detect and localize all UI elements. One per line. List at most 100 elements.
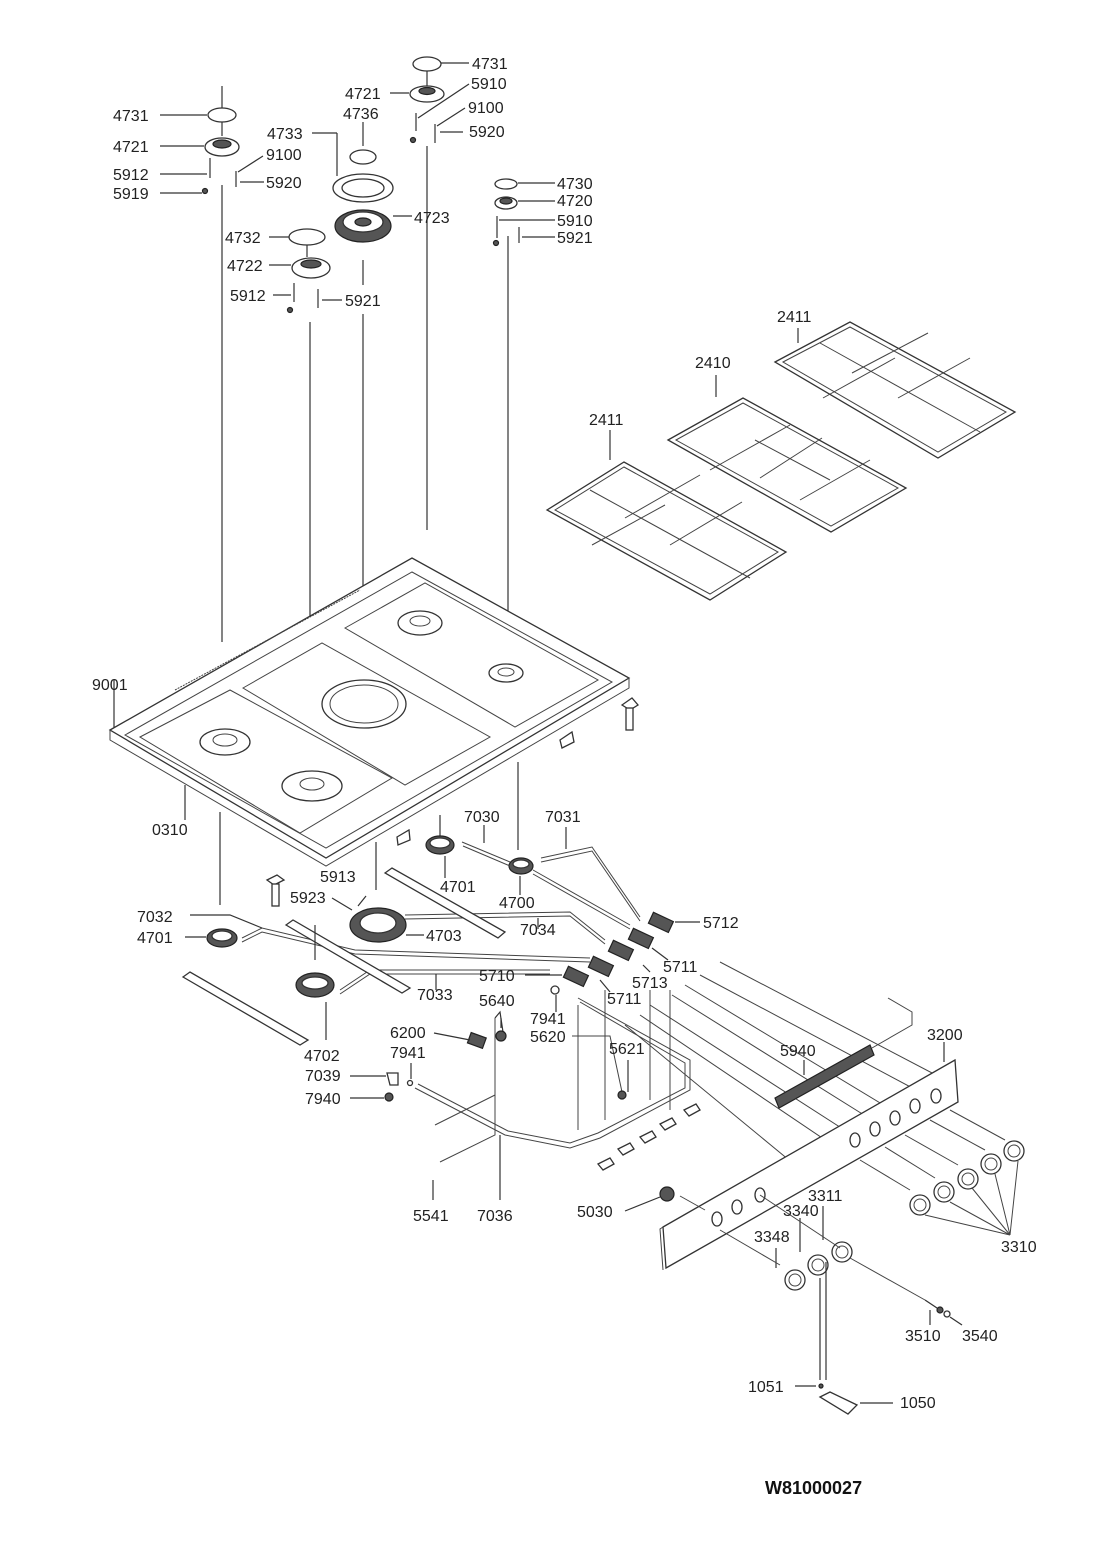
part-label[interactable]: 9100 [266,147,302,164]
part-label[interactable]: 5030 [577,1204,613,1221]
part-label[interactable]: 7036 [477,1208,513,1225]
part-label[interactable]: 6200 [390,1025,426,1042]
spark-generator-6200[interactable] [466,1031,487,1050]
part-label[interactable]: 9001 [92,677,128,694]
control-panel-3200[interactable] [659,1042,959,1271]
part-label[interactable]: 9100 [468,100,504,117]
part-label[interactable]: 2410 [695,355,731,372]
part-label[interactable]: 5921 [557,230,593,247]
knob[interactable] [1003,1140,1025,1162]
gas-valve-5711-a[interactable] [627,927,655,950]
gas-valve-5712[interactable] [647,911,675,934]
part-label[interactable]: 5712 [703,915,739,932]
pan-support-2411-rear[interactable] [773,321,1017,459]
part-label[interactable]: 5923 [290,890,326,907]
part-label[interactable]: 7941 [530,1011,566,1028]
part-label[interactable]: 0310 [152,822,188,839]
part-label[interactable]: 3311 [808,1188,843,1205]
hob-top-0310[interactable] [108,557,631,867]
part-label[interactable]: 7032 [137,909,173,926]
burner-cap-4736[interactable] [349,149,377,165]
gas-valve-5711-b[interactable] [587,955,615,978]
part-label[interactable]: 5920 [266,175,302,192]
part-label[interactable]: 3510 [905,1328,941,1345]
part-label[interactable]: 3540 [962,1328,998,1345]
part-label[interactable]: 4721 [345,86,381,103]
knob[interactable] [957,1168,979,1190]
part-label[interactable]: 4730 [557,176,593,193]
part-label[interactable]: 2411 [589,412,624,429]
part-label[interactable]: 1050 [900,1395,936,1412]
part-label[interactable]: 5620 [530,1029,566,1046]
part-label[interactable]: 3348 [754,1229,790,1246]
ignition-switch-5640[interactable] [495,1030,507,1042]
knob-3311[interactable] [831,1241,853,1263]
part-label[interactable]: 4721 [113,139,149,156]
part-label[interactable]: 5940 [780,1043,816,1060]
part-label[interactable]: 7030 [464,809,500,826]
part-label[interactable]: 4700 [499,895,535,912]
part-label[interactable]: 4723 [414,210,450,227]
bracket-1050[interactable] [818,1391,859,1415]
gas-valve-5713[interactable] [607,939,635,962]
part-label[interactable]: 4731 [113,108,149,125]
part-label[interactable]: 4733 [267,126,303,143]
part-label[interactable]: 5910 [471,76,507,93]
part-label[interactable]: 5710 [479,968,515,985]
part-label[interactable]: 4702 [304,1048,340,1065]
part-label[interactable]: 5919 [113,186,149,203]
part-label[interactable]: 7033 [417,987,453,1004]
part-label[interactable]: 5711 [607,991,642,1008]
part-label[interactable]: 4736 [343,106,379,123]
part-label[interactable]: 5910 [557,213,593,230]
part-label[interactable]: 2411 [777,309,812,326]
part-label[interactable]: 3310 [1001,1239,1037,1256]
part-label[interactable]: 5541 [413,1208,449,1225]
part-label[interactable]: 5912 [230,288,266,305]
part-label[interactable]: 1051 [748,1379,784,1396]
part-label[interactable]: 4731 [472,56,508,73]
part-label[interactable]: 5913 [320,869,356,886]
burner-cap-4731b[interactable] [412,56,442,72]
elbow-connector-7039[interactable] [386,1072,399,1086]
knob[interactable] [980,1153,1002,1175]
part-label[interactable]: 5912 [113,167,149,184]
part-label[interactable]: 7941 [390,1045,426,1062]
knob-3340[interactable] [807,1254,829,1276]
knob-3348[interactable] [784,1269,806,1291]
part-label[interactable]: 7039 [305,1068,341,1085]
burner-cap-4730[interactable] [494,178,518,190]
part-label[interactable]: 4722 [227,258,263,275]
burner-cap-4732[interactable] [288,228,326,246]
screw-1051[interactable] [818,1383,824,1389]
part-label[interactable]: 5640 [479,993,515,1010]
part-label[interactable]: 5711 [663,959,698,976]
part-label[interactable]: 5921 [345,293,381,310]
part-label[interactable]: 7940 [305,1091,341,1108]
screw-3510[interactable] [924,1299,944,1314]
gas-inlet-plug-7940[interactable] [384,1092,394,1102]
part-label[interactable]: 5621 [609,1041,645,1058]
ignition-harness-5940[interactable] [774,997,913,1109]
part-label[interactable]: 4701 [137,930,173,947]
burner-cap-4731[interactable] [207,107,237,123]
part-label[interactable]: 3340 [783,1203,819,1220]
knob[interactable] [933,1181,955,1203]
part-label[interactable]: 5920 [469,124,505,141]
gas-connector-5030[interactable] [659,1186,675,1202]
part-label[interactable]: 7031 [545,809,581,826]
part-label[interactable]: 4720 [557,193,593,210]
part-label[interactable]: 5713 [632,975,668,992]
pan-support-2410-center[interactable] [666,375,908,533]
part-label[interactable]: 7034 [520,922,556,939]
pan-support-2411-front[interactable] [545,430,788,601]
knob[interactable] [909,1194,931,1216]
burner-assembly-left-rear [160,86,264,642]
washer-3540[interactable] [943,1310,951,1318]
gas-valve-5710[interactable] [562,965,590,988]
part-label[interactable]: 4703 [426,928,462,945]
control-knobs-3310 [859,1109,1025,1236]
part-label[interactable]: 3200 [927,1027,963,1044]
part-label[interactable]: 4732 [225,230,261,247]
part-label[interactable]: 4701 [440,879,476,896]
